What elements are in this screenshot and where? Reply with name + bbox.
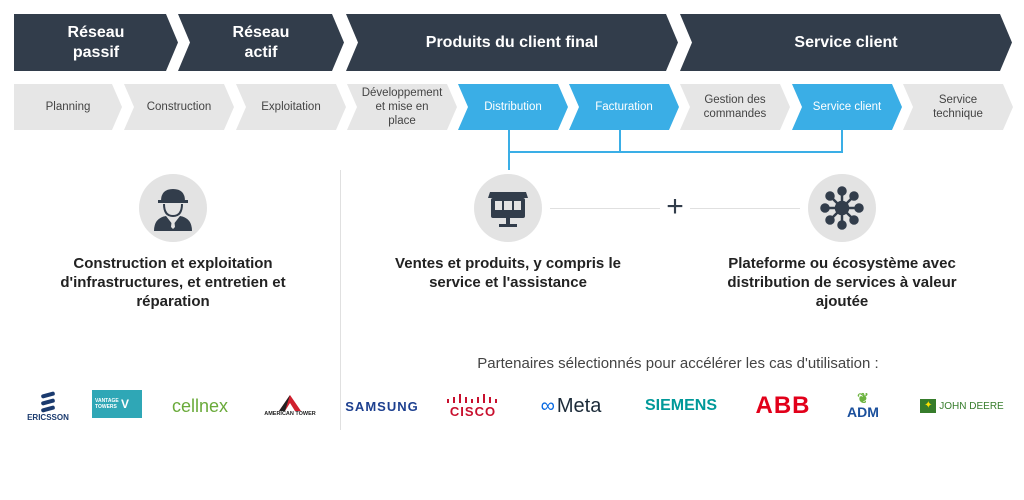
deer-icon: ✦	[920, 399, 937, 413]
phase-reseau-actif: Réseau actif	[178, 14, 344, 71]
step-label: Planning	[45, 101, 91, 113]
logo-text: CISCO	[449, 403, 497, 419]
step-label: Exploitation	[261, 101, 321, 113]
step-construction: Construction	[124, 84, 234, 130]
phase-label: Service client	[794, 33, 898, 51]
step-label: Construction	[146, 101, 212, 113]
step-service-technique: Service technique	[903, 84, 1013, 130]
column-title: Construction et exploitation d'infrastru…	[60, 255, 286, 310]
step-planning: Planning	[14, 84, 122, 130]
logo-text: SIEMENS	[644, 397, 717, 414]
connector-line	[841, 130, 843, 151]
step-developpement: Développement et mise en place	[347, 84, 457, 130]
connector-line	[508, 151, 843, 153]
logo-text: ERICSSON	[27, 412, 69, 422]
step-distribution: Distribution	[458, 84, 568, 130]
partners-label: Partenaires sélectionnés pour accélérer …	[477, 355, 879, 372]
step-label: Distribution	[484, 101, 542, 113]
logo-abb: ABB	[748, 386, 818, 426]
divider	[340, 170, 341, 430]
logo-text: SAMSUNG	[345, 398, 419, 414]
phase-label: Produits du client final	[425, 33, 599, 51]
logo-meta: ∞Meta	[526, 386, 616, 426]
leaf-icon: ❦	[857, 390, 869, 406]
logo-text: ABB	[755, 392, 811, 419]
plus-sign: +	[660, 190, 690, 224]
logo-text: AMERICAN TOWER	[264, 411, 316, 417]
logo-text: Meta	[556, 394, 602, 417]
step-label: Facturation	[595, 101, 653, 113]
logo-text: ADM	[847, 404, 879, 420]
storefront-icon	[474, 174, 542, 242]
logo-cellnex: cellnex	[160, 386, 240, 426]
column-title: Plateforme ou écosystème avec distributi…	[727, 255, 957, 310]
logo-text: cellnex	[171, 395, 229, 416]
phase-label: Réseau passif	[67, 23, 125, 61]
phase-service-client: Service client	[680, 14, 1012, 71]
step-label: Gestion des commandes	[703, 94, 767, 120]
step-exploitation: Exploitation	[236, 84, 346, 130]
network-hub-icon	[808, 174, 876, 242]
logo-cisco: CISCO	[440, 386, 506, 426]
meta-infinity-icon: ∞	[540, 394, 555, 417]
connector-line	[508, 130, 510, 170]
step-label: Développement et mise en place	[361, 87, 443, 127]
logo-ericsson: ERICSSON	[20, 386, 76, 426]
phase-produits: Produits du client final	[346, 14, 678, 71]
phase-label: Réseau actif	[232, 23, 290, 61]
logo-siemens: SIEMENS	[636, 386, 726, 426]
logo-text: JOHN DEERE	[939, 400, 1004, 412]
column-title: Ventes et produits, y compris le service…	[395, 255, 621, 291]
logo-adm: ❦ADM	[838, 386, 888, 426]
logo-john-deere: ✦JOHN DEERE	[912, 386, 1012, 426]
logo-text: VANTAGE TOWERS	[95, 398, 119, 410]
logo-samsung: SAMSUNG	[344, 386, 420, 426]
step-service-client: Service client	[792, 84, 902, 130]
step-label: Service client	[812, 101, 882, 113]
step-facturation: Facturation	[569, 84, 679, 130]
step-gestion-commandes: Gestion des commandes	[680, 84, 790, 130]
phase-reseau-passif: Réseau passif	[14, 14, 178, 71]
logo-american-tower: AMERICAN TOWER	[256, 386, 324, 426]
step-label: Service technique	[933, 94, 983, 120]
logo-v-mark: V	[121, 397, 130, 411]
construction-worker-icon	[139, 174, 207, 242]
connector-line	[619, 130, 621, 151]
